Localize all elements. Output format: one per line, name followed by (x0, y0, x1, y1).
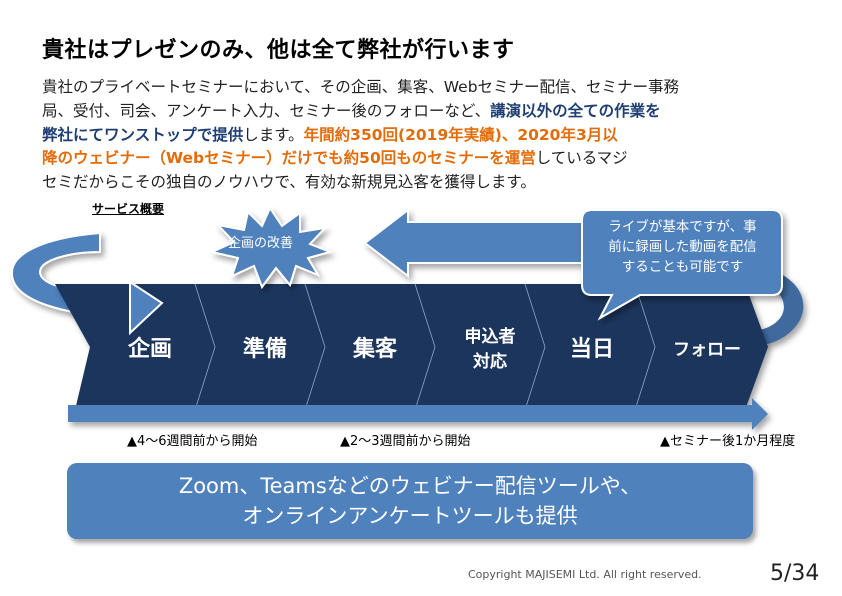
callout-text: ライブが基本ですが、事 前に録画した動画を配信 することも可能です (590, 217, 775, 277)
callout-line: することも可能です (621, 259, 744, 275)
step-event-day: 当日 (542, 300, 642, 400)
page-number: 5/34 (770, 561, 820, 586)
banner-line: オンラインアンケートツールも提供 (242, 504, 578, 528)
callout-shape (581, 209, 783, 321)
tools-banner: Zoom、Teamsなどのウェビナー配信ツールや、 オンラインアンケートツールも… (67, 463, 753, 539)
para-highlight-blue: 講演以外の全ての作業を (490, 101, 661, 120)
chevron-step (305, 284, 435, 410)
chevron-step (55, 284, 215, 410)
step-label: 企画 (127, 337, 172, 362)
timeline-arrow (68, 398, 768, 430)
step-applicants: 申込者対応 (440, 300, 540, 400)
step-label: 集客 (352, 337, 397, 362)
intro-paragraph: 貴社のプライベートセミナーにおいて、その企画、集客、Webセミナー配信、セミナー… (42, 76, 812, 195)
copyright: Copyright MAJISEMI Ltd. All right reserv… (468, 568, 702, 581)
para-highlight-blue: 弊社にてワンストップで提供 (42, 125, 244, 144)
para-text: 貴社のプライベートセミナーにおいて、その企画、集客、Webセミナー配信、セミナー… (42, 78, 680, 96)
timeline-label: ▲4～6週間前から開始 (127, 434, 258, 449)
timeline-label: ▲セミナー後1か月程度 (660, 434, 796, 449)
para-text: セミだからこその独自のノウハウで、有効な新規見込客を獲得します。 (42, 173, 536, 192)
para-text: します。 (243, 125, 304, 144)
para-text: しているマジ (535, 149, 628, 168)
starburst-shape (208, 205, 334, 290)
para-highlight-orange: 降のウェビナー（Webセミナー）だけでも約50回ものセミナーを運営 (42, 149, 536, 168)
slide-title: 貴社はプレゼンのみ、他は全て弊社が行います (42, 38, 515, 63)
callout-line: 前に録画した動画を配信 (608, 239, 757, 255)
callout-line: ライブが基本ですが、事 (608, 219, 757, 235)
step-label: 対応 (473, 352, 507, 372)
step-preparation: 準備 (215, 300, 315, 400)
banner-line: Zoom、Teamsなどのウェビナー配信ツールや、 (178, 474, 642, 498)
chevron-step (415, 284, 545, 410)
cycle-arrow-ring-right (735, 262, 804, 345)
step-follow-up: フォロー (657, 300, 757, 400)
burst-label: 企画の改善 (228, 236, 294, 251)
para-highlight-orange: 年間約350回(2019年実績)、2020年3月以 (303, 125, 618, 144)
para-text: 局、受付、司会、アンケート入力、セミナー後のフォローなど、 (42, 101, 491, 120)
chevron-step (195, 284, 325, 410)
step-label: フォロー (673, 339, 741, 360)
step-label: 準備 (242, 337, 287, 362)
cycle-arrow-top (363, 207, 596, 279)
timeline-label: ▲2～3週間前から開始 (340, 434, 471, 449)
step-label: 当日 (569, 337, 614, 362)
step-planning: 企画 (100, 300, 200, 400)
chevron-step (525, 284, 655, 410)
step-attraction: 集客 (325, 300, 425, 400)
chevron-step (635, 284, 768, 410)
step-label: 申込者 (464, 327, 516, 347)
chevron-band (55, 284, 768, 410)
service-heading: サービス概要 (92, 202, 165, 216)
